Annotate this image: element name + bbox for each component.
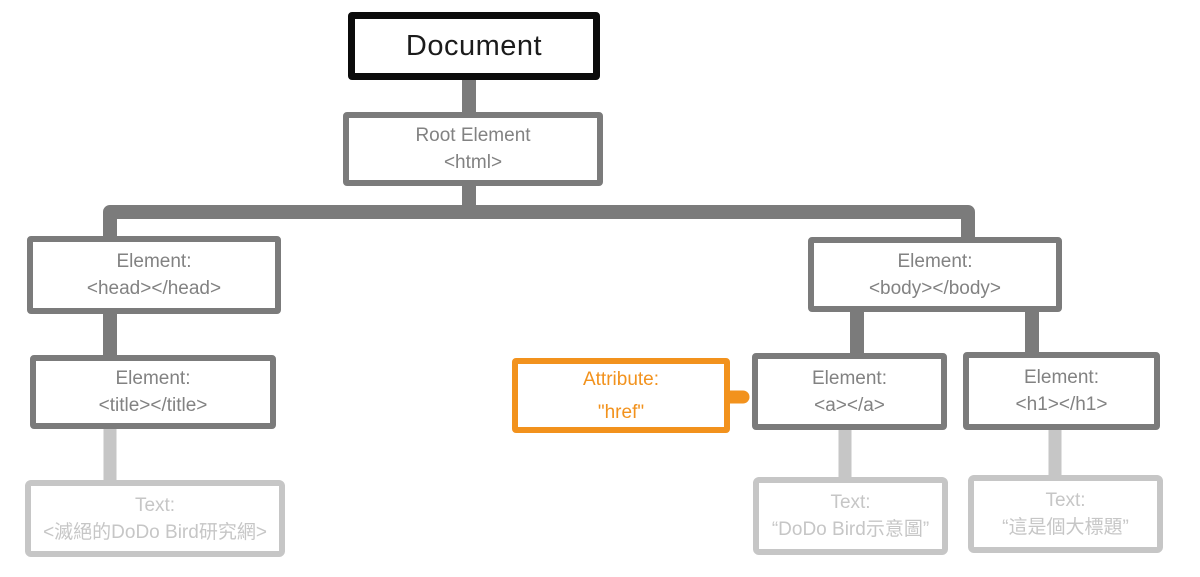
node-attribute-line1: Attribute: — [582, 368, 660, 390]
node-document-label: Document — [405, 29, 543, 62]
node-attribute-line2: "href" — [597, 401, 645, 423]
node-root-line1: Root Element — [415, 125, 531, 146]
node-title-text-line1: Text: — [134, 494, 176, 516]
node-anchor-element: Element: <a></a> — [752, 353, 947, 430]
node-h1-line1: Element: — [1024, 367, 1099, 388]
node-head-element: Element: <head></head> — [27, 236, 281, 314]
node-document: Document — [348, 12, 600, 80]
node-h1-text-line1: Text: — [1045, 490, 1086, 511]
node-root-element: Root Element <html> — [343, 112, 603, 186]
node-title-text: Text: <滅絕的DoDo Bird研究網> — [25, 480, 285, 557]
node-head-line1: Element: — [116, 251, 192, 272]
node-anchor-line1: Element: — [812, 367, 887, 389]
node-h1-text-line2: “這是個大標題” — [1002, 517, 1129, 538]
node-body-element: Element: <body></body> — [808, 237, 1062, 312]
node-head-line2: <head></head> — [86, 278, 222, 299]
node-anchor-line2: <a></a> — [814, 394, 885, 416]
node-h1-text: Text: “這是個大標題” — [968, 475, 1163, 553]
node-title-element: Element: <title></title> — [30, 355, 276, 429]
node-anchor-text: Text: “DoDo Bird示意圖” — [753, 477, 948, 555]
node-body-line2: <body></body> — [868, 277, 1002, 299]
node-title-line1: Element: — [115, 368, 191, 389]
node-href-attribute: Attribute: "href" — [512, 358, 730, 433]
node-anchor-text-line2: “DoDo Bird示意圖” — [771, 519, 930, 540]
node-root-line2: <html> — [443, 152, 503, 173]
node-anchor-text-line1: Text: — [830, 492, 871, 513]
node-body-line1: Element: — [897, 250, 973, 272]
node-h1-element: Element: <h1></h1> — [963, 352, 1160, 430]
connector-bar-head-body — [103, 205, 975, 244]
node-h1-line2: <h1></h1> — [1015, 394, 1108, 415]
node-title-text-line2: <滅絕的DoDo Bird研究網> — [43, 521, 267, 543]
node-title-line2: <title></title> — [98, 395, 208, 416]
